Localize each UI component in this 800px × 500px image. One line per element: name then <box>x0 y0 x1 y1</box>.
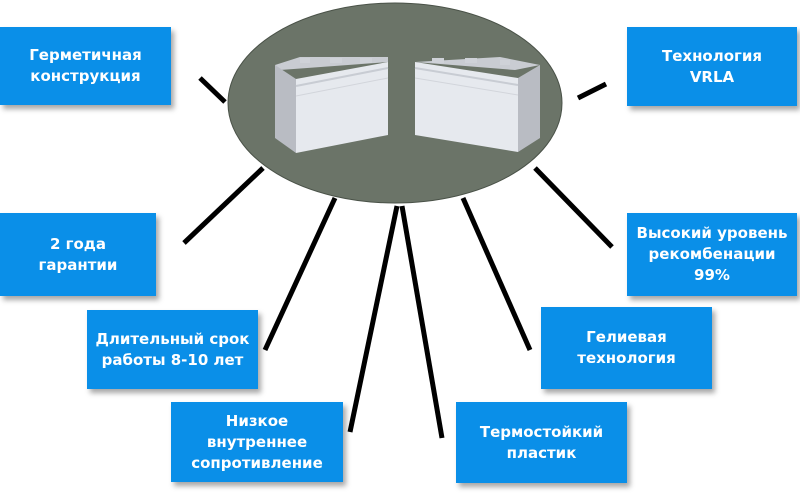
feature-low-resistance: Низкое внутреннее сопротивление <box>171 402 343 482</box>
feature-label-line2: VRLA <box>689 67 735 86</box>
feature-label-line1: Гелиевая <box>586 328 667 346</box>
feature-gel-technology: Гелиевая технология <box>541 307 712 389</box>
center-ellipse <box>227 2 563 204</box>
connector-plastic <box>399 205 445 439</box>
connector-gel <box>460 196 533 352</box>
battery-icon <box>414 57 540 152</box>
feature-label-line2: конструкция <box>30 67 141 85</box>
feature-service-life: Длительный срок работы 8-10 лет <box>87 310 258 389</box>
connector-sealed <box>198 76 227 104</box>
feature-label-line2: сопротивление <box>191 453 323 472</box>
feature-sealed-construction: Герметичная конструкция <box>0 27 171 105</box>
feature-recombination: Высокий уровень рекомбенации 99% <box>627 213 797 296</box>
feature-label-line2: работы 8-10 лет <box>101 350 244 369</box>
connector-vrla <box>576 81 608 101</box>
battery-icon <box>275 57 389 153</box>
connector-recombination <box>533 166 614 249</box>
feature-label-line2: гарантии <box>38 255 118 274</box>
feature-label-line1: Герметичная <box>29 46 142 64</box>
feature-label-line1: Низкое внутреннее <box>206 411 308 451</box>
feature-label-line1: Высокий уровень <box>636 224 788 242</box>
feature-label-line1: Длительный срок <box>95 329 250 348</box>
connector-resistance <box>347 205 400 433</box>
connector-warranty <box>182 166 265 245</box>
feature-label-line2: рекомбенации 99% <box>648 245 776 284</box>
feature-label-line1: Термостойкий <box>479 422 604 441</box>
feature-vrla-technology: Технология VRLA <box>627 27 797 106</box>
feature-label-line2: пластик <box>506 443 577 462</box>
feature-label-line1: Технология <box>661 46 763 65</box>
feature-heat-resistant-plastic: Термостойкий пластик <box>456 402 627 483</box>
feature-label-line1: 2 года <box>49 234 107 253</box>
feature-label-line2: технология <box>577 349 676 367</box>
connector-service-life <box>262 196 338 352</box>
feature-warranty: 2 года гарантии <box>0 213 156 296</box>
